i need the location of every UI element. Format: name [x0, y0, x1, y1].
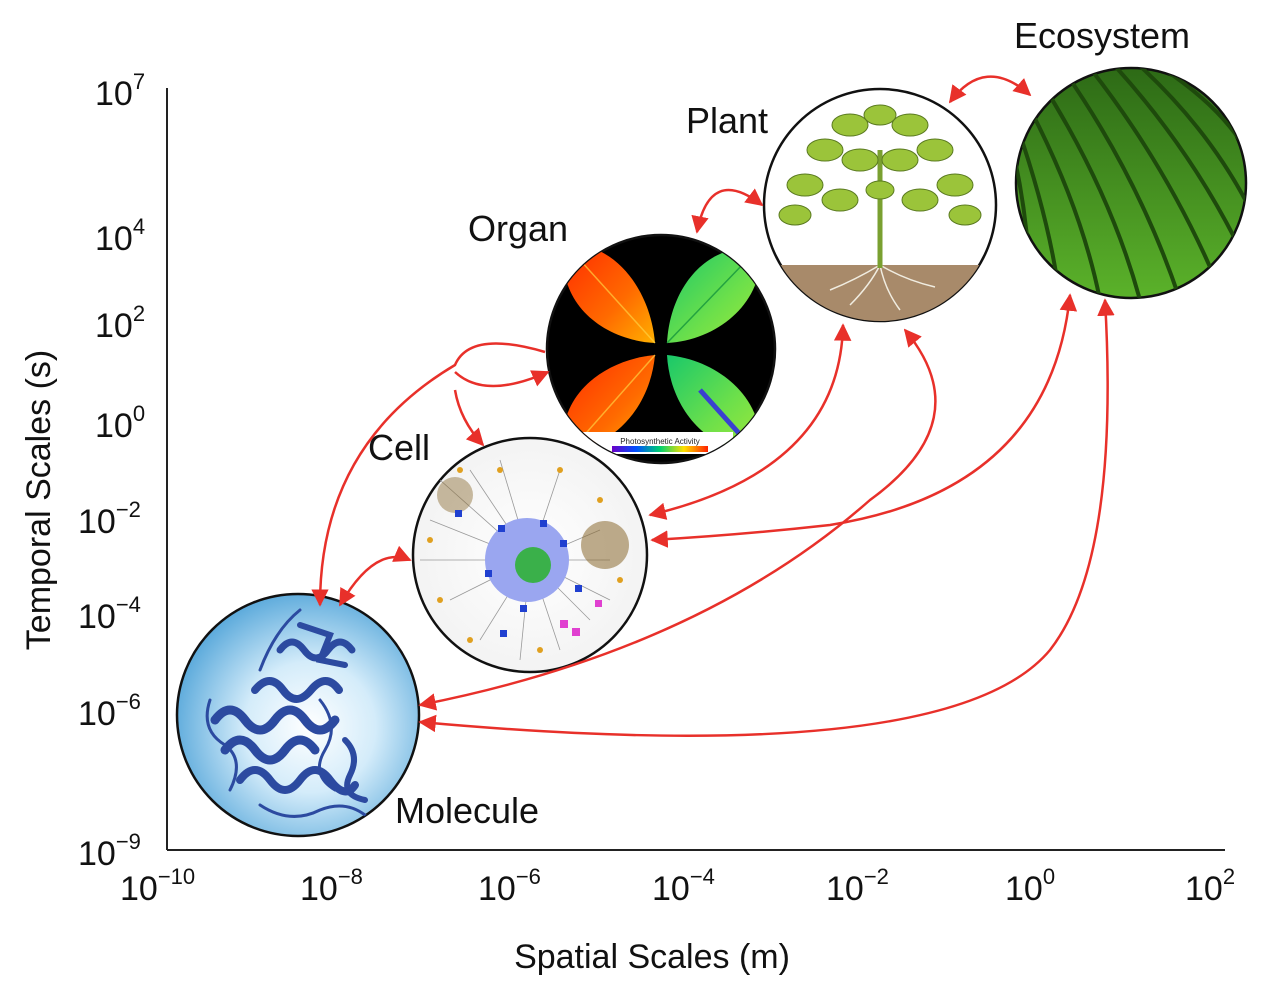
- axes: [166, 88, 1225, 851]
- x-tick-label: 10−4: [652, 864, 715, 908]
- organ-label: Organ: [468, 208, 568, 249]
- y-tick-label: 107: [95, 69, 145, 113]
- y-tick-label: 10−2: [78, 497, 141, 541]
- x-axis-title: Spatial Scales (m): [514, 938, 790, 976]
- x-ticks: 10−10 10−8 10−6 10−4 10−2 100 102: [120, 864, 1235, 908]
- x-tick-label: 10−8: [300, 864, 363, 908]
- x-tick-label: 10−6: [478, 864, 541, 908]
- arrow-eco-plant: [948, 75, 1032, 104]
- arrow-eco-molecule: [418, 298, 1115, 737]
- molecule-label: Molecule: [395, 790, 539, 831]
- x-tick-label: 100: [1005, 864, 1055, 908]
- y-tick-label: 104: [95, 214, 145, 258]
- arrow-to-cell-from-organ: [453, 389, 485, 447]
- y-tick-label: 102: [95, 301, 145, 345]
- plant-label: Plant: [686, 100, 768, 141]
- x-tick-label: 10−2: [826, 864, 889, 908]
- cell-label: Cell: [368, 427, 430, 468]
- arrow-plant-organ: [691, 188, 764, 234]
- interaction-arrows: [311, 75, 1115, 737]
- protein-structure-icon: [205, 608, 368, 818]
- y-tick-label: 10−4: [78, 592, 141, 636]
- ecosystem-node: Ecosystem: [1014, 15, 1248, 300]
- y-tick-label: 10−6: [78, 689, 141, 733]
- photosynthetic-activity-label: Photosynthetic Activity: [620, 437, 700, 446]
- ecosystem-label: Ecosystem: [1014, 15, 1190, 56]
- arrow-cell-molecule: [338, 545, 412, 607]
- cell-node: Cell: [368, 427, 649, 674]
- x-tick-label: 10−10: [120, 864, 195, 908]
- y-tick-label: 100: [95, 401, 145, 445]
- y-ticks: 107 104 102 100 10−2 10−4 10−6 10−9: [78, 69, 145, 873]
- y-axis-title: Temporal Scales (s): [20, 350, 58, 650]
- x-tick-label: 102: [1185, 864, 1235, 908]
- molecule-node: Molecule: [175, 592, 539, 838]
- y-tick-label: 10−9: [78, 829, 141, 873]
- arrow-organ-cell: [454, 370, 550, 388]
- organ-node: Photosynthetic Activity Organ: [468, 208, 777, 465]
